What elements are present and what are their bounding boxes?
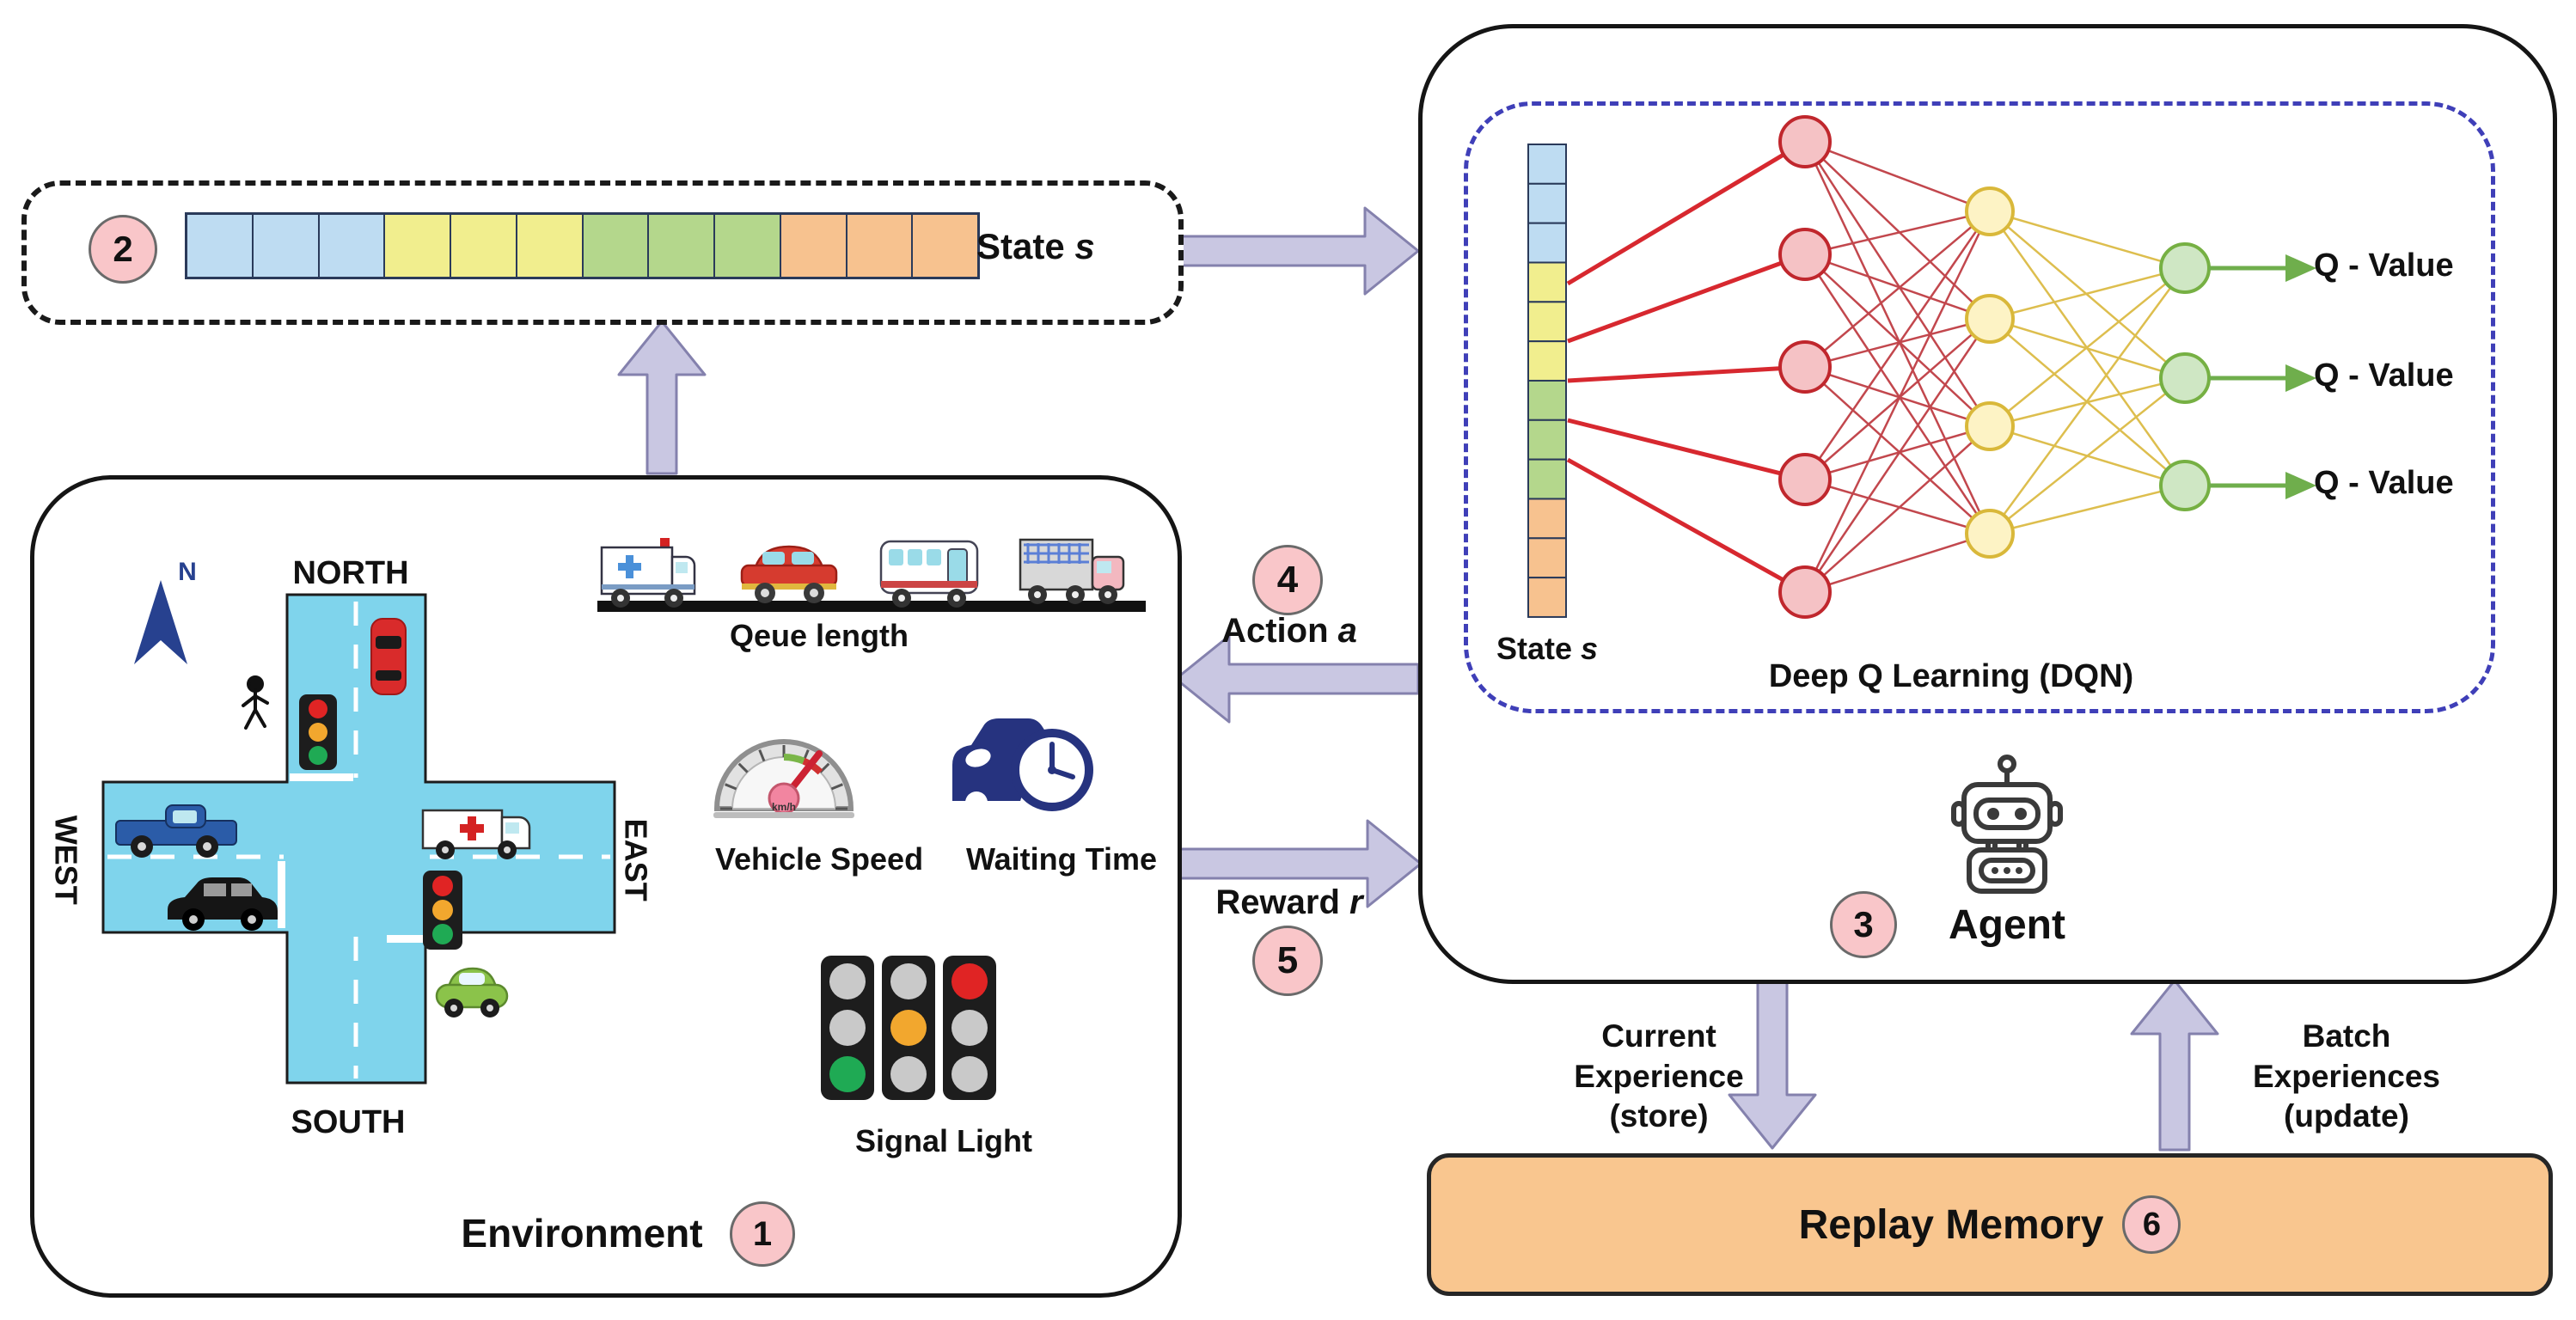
replay-memory-box: Replay Memory 6	[1427, 1153, 2553, 1296]
store-experience-label: Current Experience (store)	[1574, 1018, 1744, 1134]
robot-icon	[1951, 755, 2063, 894]
queue-length-icons	[597, 538, 1146, 612]
reward-arrow	[1174, 819, 1423, 908]
direction-south: SOUTH	[291, 1104, 406, 1140]
dqn-network-graphic	[1527, 115, 2316, 619]
red-car-icon	[370, 618, 407, 695]
direction-north: NORTH	[292, 555, 409, 591]
state-cell-yellow	[451, 215, 517, 277]
step-badge-state: 2	[89, 215, 157, 284]
queue-ambulance-icon	[600, 538, 696, 608]
environment-box: NORTH N	[30, 475, 1182, 1298]
state-vector-cells	[185, 212, 980, 279]
environment-title: Environment	[461, 1211, 703, 1256]
state-cell-green	[583, 215, 650, 277]
traffic-light-north-icon	[299, 694, 337, 770]
compass-arrow-icon	[134, 580, 187, 664]
step-badge-replay: 6	[2122, 1195, 2181, 1254]
compass: N	[120, 558, 215, 677]
step-badge-agent: 3	[1830, 891, 1897, 958]
queue-bus-icon	[879, 540, 979, 608]
state-vector-box: 2 State s	[21, 180, 1184, 325]
svg-text:km/h: km/h	[772, 801, 796, 813]
ambulance-icon	[421, 809, 531, 859]
signal-phase-red	[943, 956, 996, 1100]
step-badge-environment: 1	[730, 1201, 795, 1267]
agent-box: Q - Value Q - Value Q - Value State s De…	[1418, 24, 2557, 984]
signal-phase-green	[821, 956, 874, 1100]
direction-east: EAST	[618, 818, 654, 901]
vehicle-speed-label: Vehicle Speed	[714, 841, 924, 877]
green-car-icon	[435, 967, 509, 1018]
black-car-icon	[168, 877, 278, 931]
state-cell-orange	[847, 215, 914, 277]
state-label: State s	[976, 226, 1095, 266]
blue-pickup-icon	[115, 804, 237, 858]
agent-title: Agent	[1949, 902, 2065, 948]
reward-label: Reward r	[1215, 883, 1363, 921]
state-cell-orange	[913, 215, 977, 277]
q-value-label-2: Q - Value	[2314, 358, 2454, 394]
agent-state-label: State s	[1496, 631, 1599, 666]
signal-light-label: Signal Light	[855, 1123, 1032, 1158]
dqn-dashed-box	[1464, 101, 2495, 713]
q-value-label-3: Q - Value	[2314, 465, 2454, 501]
input-state-vector	[1527, 144, 1567, 618]
state-cell-green	[649, 215, 715, 277]
queue-truck-icon	[1019, 538, 1125, 604]
waiting-time-label: Waiting Time	[965, 841, 1157, 877]
traffic-light-east-icon	[423, 871, 462, 950]
state-to-agent-arrow	[1178, 206, 1420, 296]
state-cell-orange	[780, 215, 847, 277]
state-cell-blue	[187, 215, 254, 277]
update-batch-label: Batch Experiences (update)	[2252, 1018, 2441, 1134]
state-cell-blue	[253, 215, 320, 277]
state-cell-yellow	[517, 215, 584, 277]
queue-length-label: Qeue length	[729, 618, 909, 653]
speedometer-icon: km/h	[713, 739, 854, 818]
state-cell-green	[715, 215, 781, 277]
roads	[101, 593, 616, 1085]
signal-phase-yellow	[882, 956, 935, 1100]
compass-n-label: N	[178, 558, 197, 586]
store-experience-arrow	[1728, 975, 1817, 1150]
state-cell-yellow	[385, 215, 451, 277]
observe-state-arrow	[617, 320, 707, 475]
pedestrian-icon	[242, 675, 269, 730]
action-label: Action a	[1221, 612, 1357, 650]
intersection-graphic	[101, 593, 616, 1085]
q-value-label-1: Q - Value	[2314, 248, 2454, 284]
q-value-arrows	[2209, 254, 2316, 499]
stop-lines	[278, 773, 425, 943]
lane-dashes	[107, 602, 610, 1079]
car-clock-icon	[952, 718, 1093, 814]
state-cell-blue	[319, 215, 386, 277]
step-badge-action: 4	[1252, 545, 1323, 615]
step-badge-reward: 5	[1252, 926, 1323, 996]
replay-memory-title: Replay Memory	[1798, 1201, 2104, 1248]
dqn-title: Deep Q Learning (DQN)	[1768, 658, 2134, 694]
direction-west: WEST	[48, 815, 84, 905]
traffic-lights-phases-icon	[821, 956, 996, 1100]
update-batch-arrow	[2130, 979, 2219, 1152]
action-arrow	[1174, 634, 1420, 724]
queue-car-icon	[740, 545, 838, 603]
